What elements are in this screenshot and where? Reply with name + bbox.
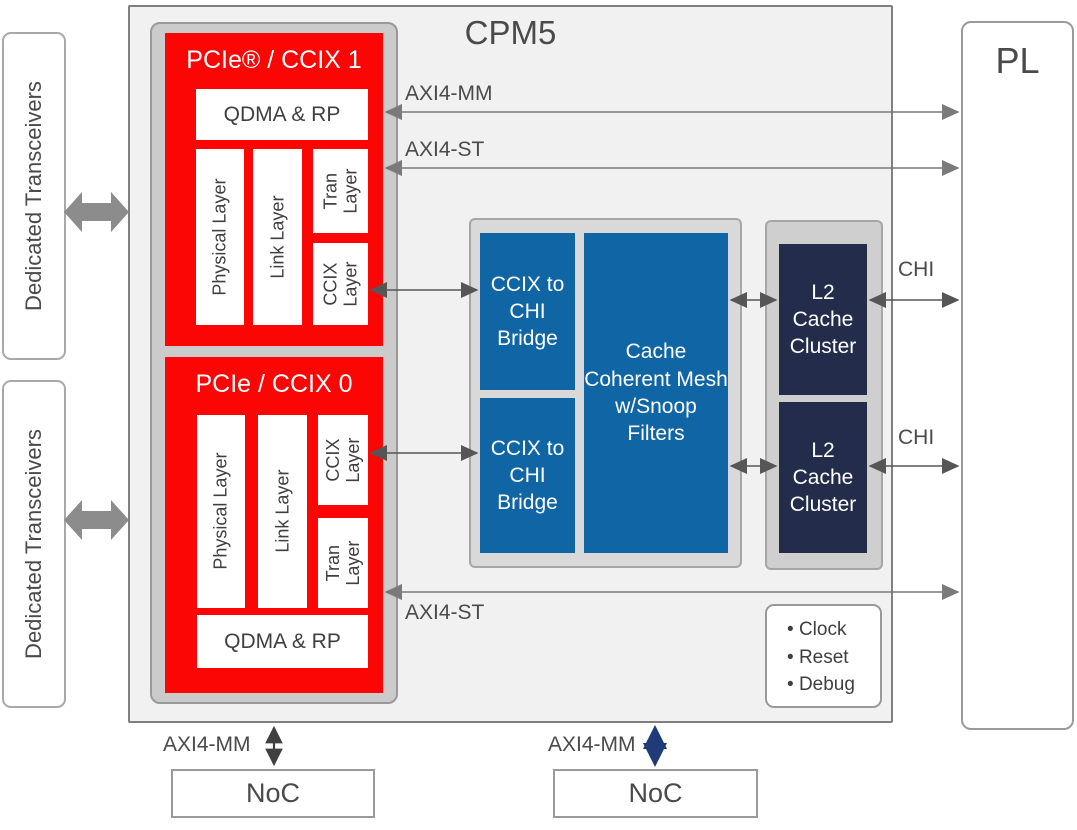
physical-layer-label: Physical Layer <box>209 178 230 296</box>
axi4-mm-bottom-mid-label: AXI4-MM <box>548 733 636 756</box>
axi4-st-top-label: AXI4-ST <box>405 138 485 161</box>
tran-layer-box: Tran Layer <box>313 149 368 233</box>
cache-coherent-mesh-box: Cache Coherent Mesh w/Snoop Filters <box>584 233 728 553</box>
ccix-layer-box: CCIX Layer <box>313 243 368 325</box>
link-layer-box: Link Layer <box>253 149 302 325</box>
pl-region <box>961 21 1074 730</box>
dedicated-transceivers-bottom: Dedicated Transceivers <box>2 380 66 708</box>
physical-layer-label: Physical Layer <box>210 452 231 571</box>
dedicated-transceivers-label: Dedicated Transceivers <box>21 429 47 659</box>
dedicated-transceivers-top: Dedicated Transceivers <box>2 32 66 360</box>
ccix-layer-label: CCIX Layer <box>320 261 361 307</box>
chi-bottom-label: CHI <box>898 426 935 449</box>
ccix-to-chi-bridge-top: CCIX to CHI Bridge <box>480 233 575 390</box>
link-layer-box: Link Layer <box>258 415 307 608</box>
clock-reset-debug-box: Clock Reset Debug <box>765 604 882 708</box>
tran-layer-label: Tran Layer <box>322 540 363 586</box>
dedicated-transceivers-label: Dedicated Transceivers <box>21 81 47 311</box>
pcie-ccix-1-block: PCIe® / CCIX 1 QDMA & RP Physical Layer … <box>165 33 383 346</box>
chi-top-label: CHI <box>898 258 935 281</box>
pcie-ccix-0-block: PCIe / CCIX 0 Physical Layer Link Layer … <box>165 357 383 693</box>
clock-item: Clock <box>787 616 880 644</box>
qdma-rp-box: QDMA & RP <box>196 89 368 140</box>
qdma-rp-box: QDMA & RP <box>197 615 368 668</box>
tran-layer-label: Tran Layer <box>320 168 361 214</box>
ccix-layer-box: CCIX Layer <box>318 415 368 505</box>
ccix-layer-label: CCIX Layer <box>322 437 363 483</box>
axi4-st-bottom-label: AXI4-ST <box>405 601 485 624</box>
physical-layer-box: Physical Layer <box>197 415 245 608</box>
l2-cache-cluster-top: L2 Cache Cluster <box>779 244 867 395</box>
axi4-mm-bottom-left-label: AXI4-MM <box>163 733 251 756</box>
noc-box-left: NoC <box>171 769 375 818</box>
tran-layer-box: Tran Layer <box>318 518 368 608</box>
cpm5-title: CPM5 <box>464 14 557 51</box>
l2-cache-cluster-bottom: L2 Cache Cluster <box>779 402 867 553</box>
pl-label: PL <box>995 40 1040 81</box>
axi4-mm-top-label: AXI4-MM <box>405 82 493 105</box>
transceiver-double-arrow-icon <box>64 192 129 232</box>
link-layer-label: Link Layer <box>272 469 293 554</box>
debug-item: Debug <box>787 671 880 699</box>
ccix-to-chi-bridge-bottom: CCIX to CHI Bridge <box>480 398 575 553</box>
pcie-ccix-0-title: PCIe / CCIX 0 <box>195 370 353 398</box>
link-layer-label: Link Layer <box>267 195 288 279</box>
noc-box-mid: NoC <box>553 769 758 818</box>
physical-layer-box: Physical Layer <box>196 149 244 325</box>
transceiver-double-arrow-icon <box>64 500 129 540</box>
reset-item: Reset <box>787 644 880 672</box>
pcie-ccix-1-title: PCIe® / CCIX 1 <box>186 46 362 74</box>
